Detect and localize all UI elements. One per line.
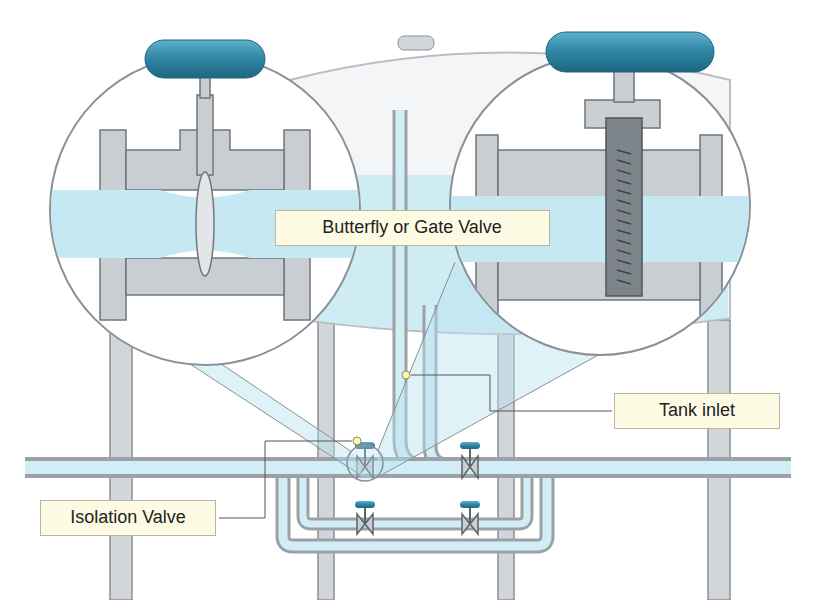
magnifier-edge: [376, 354, 600, 478]
callout-label: Tank inlet: [659, 400, 735, 422]
main-pipe-fluid: [25, 461, 791, 474]
tank-hatch: [398, 36, 434, 50]
handwheel: [145, 40, 265, 78]
leader-line: [219, 441, 352, 518]
bypass-pipe: [303, 470, 527, 524]
callout-box: Isolation Valve: [40, 500, 216, 536]
valve-symbol: [355, 501, 375, 534]
bypass-pipe-fluid: [283, 470, 547, 546]
callout-label: Isolation Valve: [70, 507, 186, 529]
magnifier-spot: [347, 445, 383, 481]
magnifier-edge: [190, 364, 365, 478]
magnifier-edge: [378, 262, 455, 450]
callout-box: Butterfly or Gate Valve: [275, 210, 550, 246]
bypass-pipe: [283, 470, 547, 546]
handwheel: [546, 32, 714, 72]
callout-label: Butterfly or Gate Valve: [322, 217, 502, 239]
leader-dot: [353, 437, 361, 445]
gate-valve-section: [440, 100, 760, 315]
bypass-pipe-fluid: [303, 470, 527, 524]
butterfly-valve-section: [40, 95, 370, 320]
valve-stem: [614, 70, 634, 102]
leader-line: [411, 375, 612, 411]
callout-box: Tank inlet: [614, 393, 780, 429]
leader-dot: [402, 371, 410, 379]
valve-symbol: [460, 501, 480, 534]
valve-symbol: [460, 442, 480, 478]
